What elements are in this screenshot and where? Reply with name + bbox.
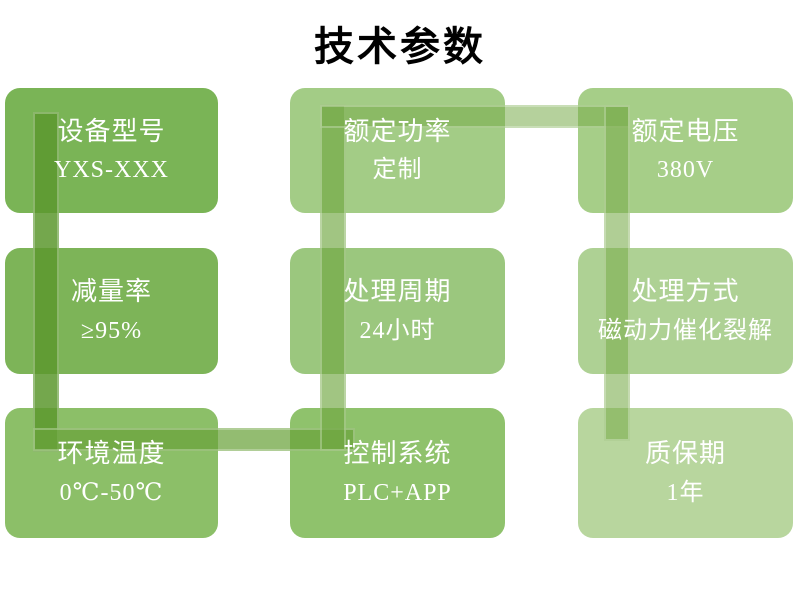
page-title: 技术参数 [314, 25, 486, 69]
param-label-ambient-temperature: 环境温度 [57, 439, 166, 469]
param-value-ambient-temperature: 0℃-50℃ [59, 479, 164, 506]
param-value-warranty: 1年 [666, 479, 705, 506]
param-value-rated-voltage: 380V [656, 157, 715, 184]
param-label-processing-cycle: 处理周期 [343, 277, 452, 307]
connector-bottom-horizontal [33, 428, 355, 451]
param-value-device-model: YXS-XXX [54, 157, 169, 184]
param-label-rated-voltage: 额定电压 [631, 116, 740, 146]
param-label-warranty: 质保期 [644, 439, 726, 469]
param-value-processing-cycle: 24小时 [359, 317, 436, 344]
param-label-device-model: 设备型号 [57, 116, 166, 146]
connector-right-vertical [604, 105, 630, 441]
param-value-reduction-rate: ≥95% [80, 317, 143, 344]
param-value-rated-power: 定制 [372, 157, 423, 184]
param-label-reduction-rate: 减量率 [70, 277, 152, 307]
param-label-processing-method: 处理方式 [631, 277, 740, 307]
param-value-processing-method: 磁动力催化裂解 [598, 317, 773, 344]
connector-left-vertical [33, 112, 59, 452]
param-label-control-system: 控制系统 [343, 439, 452, 469]
param-value-control-system: PLC+APP [343, 479, 452, 506]
connector-middle-vertical [320, 104, 346, 451]
param-label-rated-power: 额定功率 [343, 116, 452, 146]
